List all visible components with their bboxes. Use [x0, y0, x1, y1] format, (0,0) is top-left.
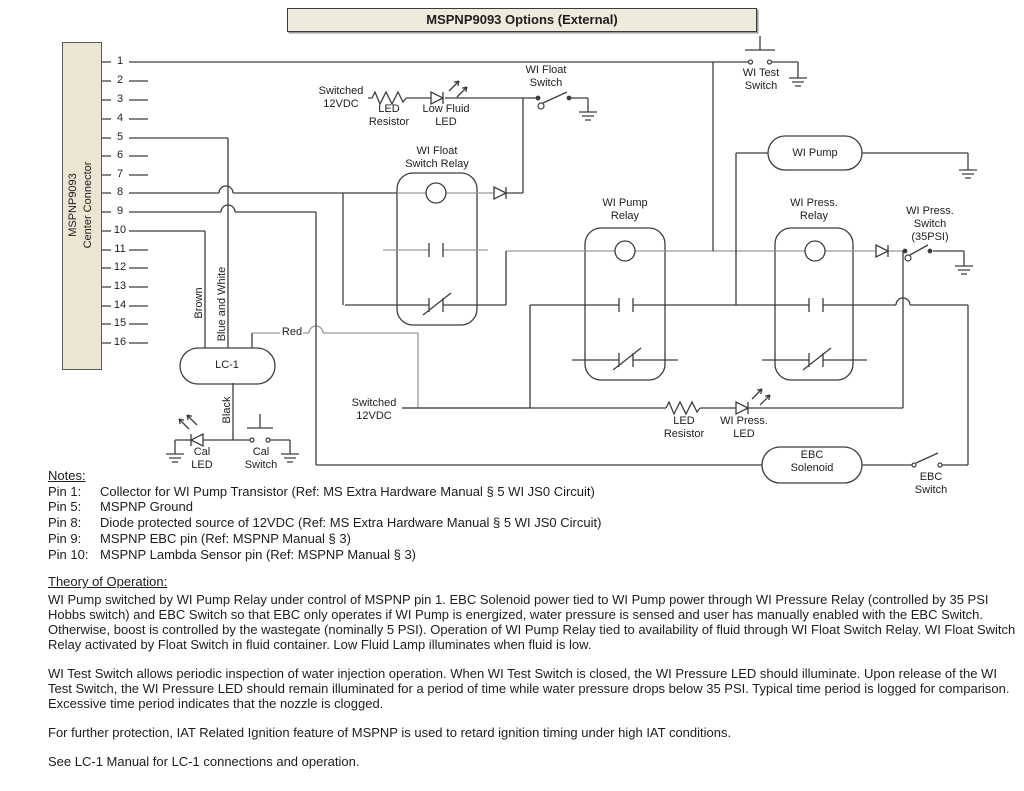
pin-number-12: 12: [113, 261, 127, 273]
center-connector-box: [62, 42, 102, 370]
pin-number-3: 3: [116, 93, 124, 105]
circuit-wiring: [100, 36, 977, 466]
low-fluid-led-label: Low Fluid LED: [422, 103, 470, 128]
wi-float-switch-relay-label: WI Float Switch Relay: [405, 145, 469, 170]
pin-number-1: 1: [116, 55, 124, 67]
theory-section: Theory of Operation: WI Pump switched by…: [48, 574, 1016, 783]
pin-number-7: 7: [116, 168, 124, 180]
wi-press-led-label: WI Press. LED: [720, 415, 768, 440]
pin-number-14: 14: [113, 299, 127, 311]
notes-heading: Notes:: [48, 468, 86, 483]
cal-switch-label: Cal Switch: [244, 446, 278, 471]
note-pin-label: Pin 1:: [48, 483, 82, 499]
note-text: MSPNP Lambda Sensor pin (Ref: MSPNP Manu…: [100, 546, 416, 562]
note-row: Pin 5: MSPNP Ground: [48, 499, 601, 515]
note-row: Pin 9: MSPNP EBC pin (Ref: MSPNP Manual §…: [48, 531, 601, 547]
wi-pump-label: WI Pump: [792, 147, 838, 159]
ebc-solenoid-label: EBC Solenoid: [790, 449, 834, 474]
diagram-title: MSPNP9093 Options (External): [287, 8, 757, 32]
switched-12vdc-top-label: Switched 12VDC: [318, 85, 364, 110]
note-pin-label: Pin 10:: [48, 546, 89, 562]
led-resistor-bottom-label: LED Resistor: [663, 415, 705, 440]
pin-number-6: 6: [116, 149, 124, 161]
note-pin-label: Pin 8:: [48, 515, 82, 531]
note-text: Diode protected source of 12VDC (Ref: MS…: [100, 515, 602, 531]
led-resistor-top-label: LED Resistor: [368, 103, 410, 128]
theory-paragraph: See LC-1 Manual for LC-1 connections and…: [48, 754, 360, 769]
pin-number-2: 2: [116, 74, 124, 86]
note-row: Pin 1: Collector for WI Pump Transistor (…: [48, 484, 601, 500]
notes-section: Notes: Pin 1: Collector for WI Pump Trans…: [48, 468, 601, 562]
theory-paragraph: WI Test Switch allows periodic inspectio…: [48, 666, 1010, 711]
circuit-wiring-secondary: [252, 192, 903, 409]
pin-number-8: 8: [116, 186, 124, 198]
pin-number-10: 10: [113, 224, 127, 236]
wi-float-switch-label: WI Float Switch: [525, 64, 567, 89]
wi-pump-relay-label: WI Pump Relay: [602, 197, 648, 222]
ebc-switch-label: EBC Switch: [914, 471, 948, 496]
note-text: MSPNP Ground: [100, 499, 193, 515]
cal-led-label: Cal LED: [191, 446, 213, 471]
wi-test-switch-label: WI Test Switch: [742, 67, 780, 92]
theory-paragraph: For further protection, IAT Related Igni…: [48, 725, 732, 740]
pin-number-13: 13: [113, 280, 127, 292]
note-text: Collector for WI Pump Transistor (Ref: M…: [100, 483, 595, 499]
theory-heading: Theory of Operation:: [48, 574, 168, 589]
switched-12vdc-bottom-label: Switched 12VDC: [351, 397, 397, 422]
note-pin-label: Pin 5:: [48, 499, 82, 515]
switch-terminal-icons: [249, 59, 943, 468]
wi-press-switch-label: WI Press. Switch (35PSI): [906, 205, 954, 243]
wi-pump-relay-box: [584, 227, 666, 381]
pin-number-5: 5: [116, 131, 124, 143]
note-pin-label: Pin 9:: [48, 530, 82, 546]
brown-wire-label: Brown: [193, 287, 205, 319]
wi-float-switch-relay-box: [396, 172, 478, 326]
pin-number-4: 4: [116, 112, 124, 124]
wi-press-relay-label: WI Press. Relay: [790, 197, 838, 222]
lc1-label: LC-1: [215, 359, 239, 371]
blue-white-wire-label: Blue and White: [216, 266, 228, 342]
relay-coil-icons: [425, 182, 826, 262]
pin-number-11: 11: [114, 243, 126, 255]
pin-number-15: 15: [113, 317, 127, 329]
wi-press-relay-box: [774, 227, 854, 381]
theory-paragraph: WI Pump switched by WI Pump Relay under …: [48, 592, 1016, 652]
pin-number-16: 16: [113, 336, 127, 348]
pin-number-9: 9: [116, 205, 124, 217]
note-row: Pin 8: Diode protected source of 12VDC (R…: [48, 515, 601, 531]
note-text: MSPNP EBC pin (Ref: MSPNP Manual § 3): [100, 530, 351, 546]
center-connector-label: MSPNP9093 Center Connector: [67, 161, 94, 249]
note-row: Pin 10: MSPNP Lambda Sensor pin (Ref: MSP…: [48, 547, 601, 563]
black-wire-label: Black: [221, 396, 233, 424]
red-wire-label: Red: [281, 326, 303, 338]
